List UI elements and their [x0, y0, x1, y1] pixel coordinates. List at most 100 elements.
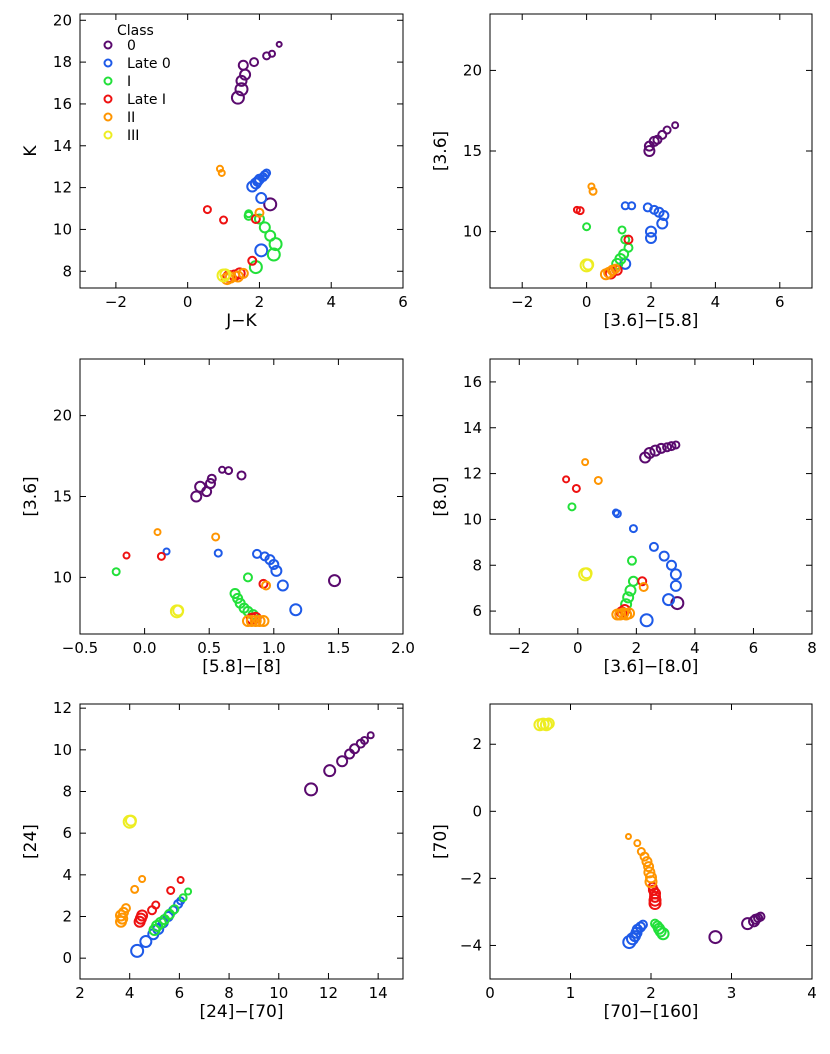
data-point-late-0	[255, 192, 268, 205]
data-point-ii	[211, 532, 221, 542]
y-tick-label: 20	[53, 11, 72, 29]
data-point-late-0	[252, 548, 263, 559]
data-point-ii	[249, 615, 262, 628]
data-point-i	[266, 247, 281, 262]
x-tick-label: 2	[75, 984, 85, 1002]
data-point-late-i	[202, 205, 212, 215]
x-tick-label: 12	[319, 984, 338, 1002]
plot-frame	[489, 358, 813, 635]
data-point-i	[111, 567, 121, 577]
x-tick-label: −2	[508, 639, 530, 657]
data-point-0	[206, 473, 217, 484]
y-tick-label: 0	[62, 949, 72, 967]
data-point-ii	[261, 580, 272, 591]
data-point-i	[163, 908, 175, 920]
data-point-late-i	[122, 551, 131, 560]
y-tick-label: 0	[472, 802, 482, 820]
data-point-0	[366, 731, 375, 740]
data-point-late-0	[648, 541, 659, 552]
data-point-0	[235, 74, 248, 87]
data-point-late-i	[151, 900, 161, 910]
data-point-i	[620, 234, 631, 245]
data-point-i	[622, 591, 635, 604]
data-point-late-0	[162, 547, 171, 556]
data-point-i	[184, 887, 193, 896]
data-point-i	[582, 222, 592, 232]
data-point-late-0	[262, 168, 272, 178]
y-axis-label: K	[21, 145, 41, 157]
y-tick-label: 4	[62, 866, 72, 884]
data-point-late-i	[575, 206, 585, 216]
legend-marker	[103, 40, 113, 50]
data-point-0	[224, 466, 234, 476]
legend-entry-label: Late I	[127, 92, 166, 108]
data-point-late-0	[254, 243, 269, 258]
data-point-ii	[237, 267, 249, 279]
data-point-i	[169, 904, 180, 915]
y-tick-label: 16	[463, 373, 482, 391]
data-point-late-0	[665, 559, 677, 571]
data-point-i	[253, 213, 265, 225]
data-point-late-0	[658, 550, 670, 562]
data-point-ii	[215, 164, 224, 173]
data-point-0	[194, 480, 207, 493]
data-point-i	[242, 572, 253, 583]
data-point-late-i	[219, 215, 229, 225]
y-tick-label: 8	[472, 556, 482, 574]
x-tick-label: 4	[690, 639, 700, 657]
data-point-iii	[542, 717, 555, 730]
data-point-late-0	[637, 919, 648, 930]
data-point-late-0	[611, 508, 620, 517]
x-tick-label: 4	[326, 293, 336, 311]
y-tick-label: 6	[62, 824, 72, 842]
data-point-i	[618, 248, 630, 260]
data-point-i	[626, 555, 637, 566]
y-tick-label: 10	[53, 741, 72, 759]
y-tick-label: 15	[463, 142, 482, 160]
data-point-0	[671, 121, 680, 130]
data-point-late-0	[656, 217, 669, 230]
plot-frame	[79, 703, 404, 980]
data-point-0	[263, 197, 278, 212]
data-point-ii	[130, 884, 140, 894]
data-point-late-i	[637, 576, 648, 587]
legend-entry-label: II	[127, 110, 135, 126]
x-tick-label: 8	[224, 984, 234, 1002]
x-axis-label: [70]−[160]	[604, 1002, 699, 1022]
data-point-0	[304, 782, 319, 797]
x-tick-label: 2	[646, 293, 656, 311]
data-point-late-0	[628, 524, 638, 534]
x-tick-label: 1.0	[262, 639, 286, 657]
data-point-ii	[241, 615, 254, 628]
y-tick-label: 10	[463, 223, 482, 241]
data-point-ii	[624, 832, 632, 840]
y-tick-label: 6	[472, 602, 482, 620]
data-point-late-0	[213, 548, 223, 558]
data-point-late-0	[662, 593, 676, 607]
data-point-late-i	[649, 890, 662, 903]
x-tick-label: 3	[727, 984, 737, 1002]
y-axis-label: [8.0]	[431, 476, 451, 516]
data-point-0	[666, 441, 677, 452]
x-tick-label: 0.0	[133, 639, 157, 657]
data-point-0	[204, 478, 216, 490]
x-tick-label: 6	[398, 293, 408, 311]
y-tick-label: 14	[53, 137, 72, 155]
y-tick-label: 2	[472, 735, 482, 753]
data-point-0	[190, 490, 203, 503]
data-point-i	[623, 242, 634, 253]
y-tick-label: 18	[53, 53, 72, 71]
y-tick-label: 15	[53, 488, 72, 506]
data-point-ii	[231, 270, 244, 283]
x-tick-label: 4	[807, 984, 817, 1002]
data-point-late-i	[247, 255, 258, 266]
data-point-late-0	[289, 603, 303, 617]
data-point-0	[643, 145, 656, 157]
data-point-late-0	[669, 568, 682, 581]
data-point-ii	[245, 615, 258, 628]
x-tick-label: 2.0	[391, 639, 415, 657]
data-point-iii	[124, 814, 137, 827]
data-point-i	[617, 225, 627, 235]
y-tick-label: 12	[463, 465, 482, 483]
